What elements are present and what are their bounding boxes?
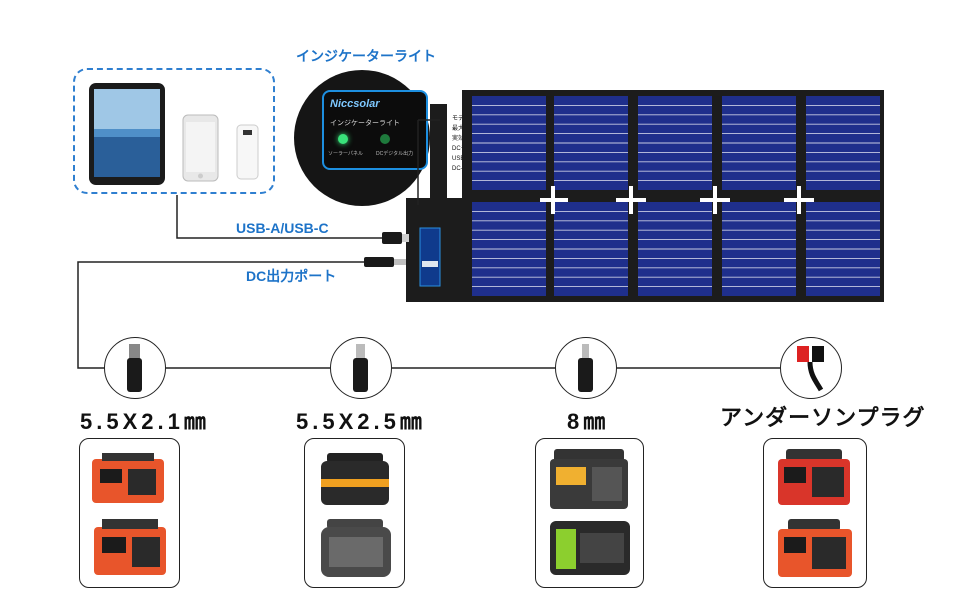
tablet-icon [89, 83, 165, 185]
dc-led-icon [380, 134, 390, 144]
connector-label-5525: 5.5X2.5㎜ [296, 409, 426, 434]
connector-5525-circle [330, 337, 392, 399]
connector-8mm-circle [555, 337, 617, 399]
connector-anderson-circle [780, 337, 842, 399]
indicator-badge: Niccsolar インジケーターライト ソーラーパネル DCデジタル出力 [322, 90, 428, 170]
connector-label-anderson: アンダーソンプラグ [720, 405, 926, 430]
solar-panel [406, 90, 884, 302]
dc-plug-icon [364, 257, 406, 267]
power-station-card-4 [763, 438, 867, 588]
power-station-icon [778, 449, 852, 577]
usb-port-label: USB-A/USB-C [236, 220, 329, 236]
smartphone-icon [182, 114, 219, 182]
dc-port-label: DC出力ポート [246, 268, 337, 284]
power-station-icon [92, 453, 166, 575]
panel-info-strip [430, 104, 447, 208]
solar-led-icon [338, 134, 348, 144]
connector-5521-circle [104, 337, 166, 399]
badge-right-label: DCデジタル出力 [376, 151, 414, 157]
indicator-light-label: インジケーターライト [296, 48, 436, 64]
brand-logo: Niccsolar [330, 98, 380, 110]
power-station-card-1 [79, 438, 180, 588]
connector-label-5521: 5.5X2.1㎜ [80, 409, 210, 434]
barrel-plug-icon [578, 344, 593, 392]
power-bank-icon [236, 124, 259, 180]
power-station-icon [550, 449, 630, 575]
usb-plug-icon [382, 232, 409, 244]
power-station-icon [321, 453, 391, 577]
badge-left-label: ソーラーパネル [328, 151, 363, 157]
power-station-card-3 [535, 438, 644, 588]
badge-title: インジケーターライト [330, 120, 400, 127]
barrel-plug-icon [353, 344, 368, 392]
anderson-plug-icon [797, 346, 824, 392]
devices-group [73, 68, 275, 194]
connector-label-8mm: 8㎜ [567, 409, 610, 434]
barrel-plug-icon [127, 344, 142, 392]
panel-hinges [540, 186, 814, 214]
power-station-card-2 [304, 438, 405, 588]
